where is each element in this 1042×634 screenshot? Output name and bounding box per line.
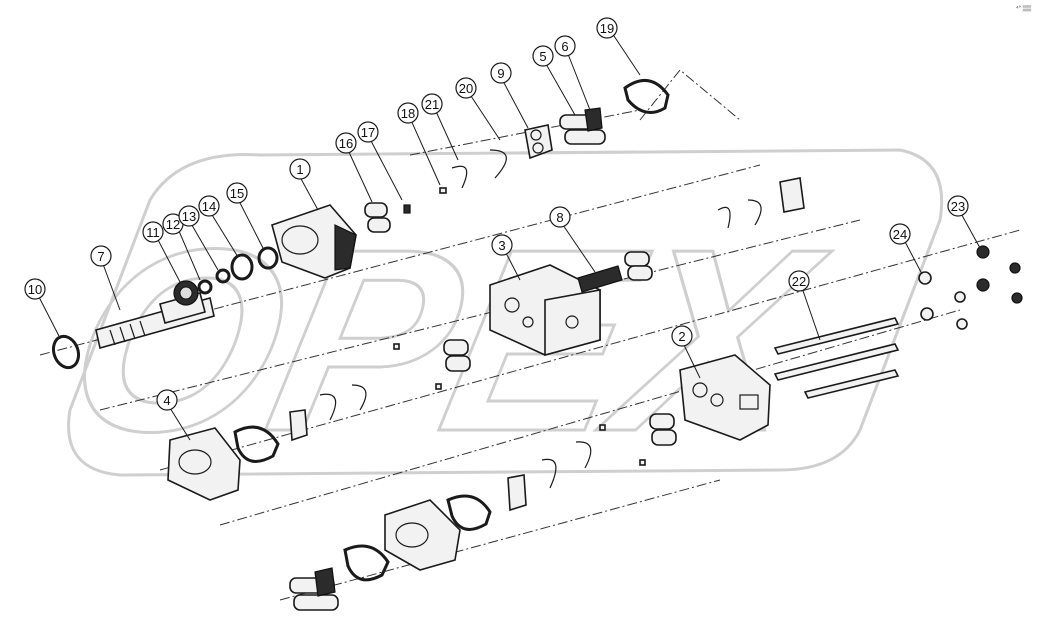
gasket-lower-c xyxy=(343,544,390,582)
watermark-text: OPEX xyxy=(47,195,845,486)
callout-label-12: 12 xyxy=(166,217,180,232)
callout-label-22: 22 xyxy=(792,274,806,289)
callout-label-3: 3 xyxy=(498,238,505,253)
wear-plate-upper xyxy=(779,177,805,213)
seal-part-14 xyxy=(230,253,254,281)
callout-label-18: 18 xyxy=(401,106,415,121)
callout-1: 1 xyxy=(289,158,311,180)
callout-label-15: 15 xyxy=(230,186,244,201)
callout-14: 14 xyxy=(198,195,220,217)
clip-upper-right-a xyxy=(717,206,731,229)
callout-6: 6 xyxy=(554,35,576,57)
wear-plate-part-9 xyxy=(524,124,553,160)
callout-label-14: 14 xyxy=(202,199,216,214)
bushings-middle xyxy=(443,339,471,372)
bushings-lower xyxy=(649,413,677,446)
callout-label-2: 2 xyxy=(678,329,685,344)
callout-5: 5 xyxy=(532,45,554,67)
lower-housing xyxy=(384,499,461,571)
callout-label-4: 4 xyxy=(163,393,170,408)
rear-housing-part-2 xyxy=(679,354,771,441)
callout-leaders xyxy=(38,29,981,441)
pin-middle-b xyxy=(435,383,442,390)
clip-part-21 xyxy=(451,165,468,189)
clip-part-20 xyxy=(489,149,507,179)
callout-24: 24 xyxy=(889,223,911,245)
callout-2: 2 xyxy=(671,325,693,347)
callout-label-17: 17 xyxy=(361,125,375,140)
washers-part-24 xyxy=(918,271,968,330)
callout-4: 4 xyxy=(156,389,178,411)
clip-upper-right-b xyxy=(747,199,762,226)
pin-lower-b xyxy=(639,459,646,466)
callout-22: 22 xyxy=(788,270,810,292)
wear-plate-lower-b xyxy=(507,474,527,512)
callout-13: 13 xyxy=(178,205,200,227)
clip-lower-a xyxy=(319,393,337,421)
ring-part-13 xyxy=(215,268,231,284)
callout-label-6: 6 xyxy=(561,39,568,54)
callouts: 1 2 3 4 5 6 7 8 9 10 11 12 13 14 15 16 1… xyxy=(24,17,969,411)
gasket-part-19 xyxy=(623,79,670,114)
callout-10: 10 xyxy=(24,278,46,300)
callout-label-10: 10 xyxy=(28,282,42,297)
pin-lower-a xyxy=(599,424,606,431)
callout-18: 18 xyxy=(397,102,419,124)
callout-20: 20 xyxy=(455,77,477,99)
pin-part-17 xyxy=(403,204,411,214)
callout-label-1: 1 xyxy=(296,162,303,177)
front-flange-part-1 xyxy=(271,204,357,279)
gasket-lower-b xyxy=(446,494,492,531)
callout-label-11: 11 xyxy=(146,225,160,240)
callout-19: 19 xyxy=(596,17,618,39)
callout-label-8: 8 xyxy=(556,210,563,225)
callout-label-16: 16 xyxy=(339,136,353,151)
oring-part-10 xyxy=(51,334,81,370)
bearing-inner xyxy=(179,286,193,300)
callout-9: 9 xyxy=(490,62,512,84)
callout-23: 23 xyxy=(947,195,969,217)
callout-16: 16 xyxy=(335,132,357,154)
drive-gear-part-8 xyxy=(577,251,653,293)
tie-bolts-part-22 xyxy=(773,317,900,399)
pin-part-18 xyxy=(439,187,447,194)
callout-label-9: 9 xyxy=(497,66,504,81)
gasket-lower-a xyxy=(233,425,280,463)
corner-mark: ⁴° ▒▒ xyxy=(1016,5,1032,12)
pin-middle-a xyxy=(393,343,400,350)
callout-label-5: 5 xyxy=(539,49,546,64)
callout-15: 15 xyxy=(226,182,248,204)
wear-plate-lower-a xyxy=(289,409,308,442)
callout-label-21: 21 xyxy=(425,97,439,112)
callout-8: 8 xyxy=(549,206,571,228)
callout-17: 17 xyxy=(357,121,379,143)
callout-3: 3 xyxy=(491,234,513,256)
callout-label-7: 7 xyxy=(97,249,104,264)
bushings-part-16 xyxy=(364,202,391,233)
clip-lower-d xyxy=(575,441,592,469)
clip-lower-c xyxy=(541,458,557,489)
callout-label-20: 20 xyxy=(459,81,473,96)
pump-body-part-3 xyxy=(489,264,601,357)
callout-7: 7 xyxy=(90,245,112,267)
rear-cover-part-4 xyxy=(167,427,241,501)
gear-set-part-5-6 xyxy=(559,107,606,145)
callout-label-13: 13 xyxy=(182,209,196,224)
clip-lower-b xyxy=(351,384,367,411)
callout-label-19: 19 xyxy=(600,21,614,36)
callout-label-24: 24 xyxy=(893,227,907,242)
callout-12: 12 xyxy=(162,213,184,235)
gear-set-lower xyxy=(289,567,339,611)
seal-part-15 xyxy=(257,246,279,270)
callout-label-23: 23 xyxy=(951,199,965,214)
nuts-part-23 xyxy=(976,245,1023,304)
callout-21: 21 xyxy=(421,93,443,115)
callout-11: 11 xyxy=(142,221,164,243)
ring-part-12 xyxy=(197,279,213,295)
